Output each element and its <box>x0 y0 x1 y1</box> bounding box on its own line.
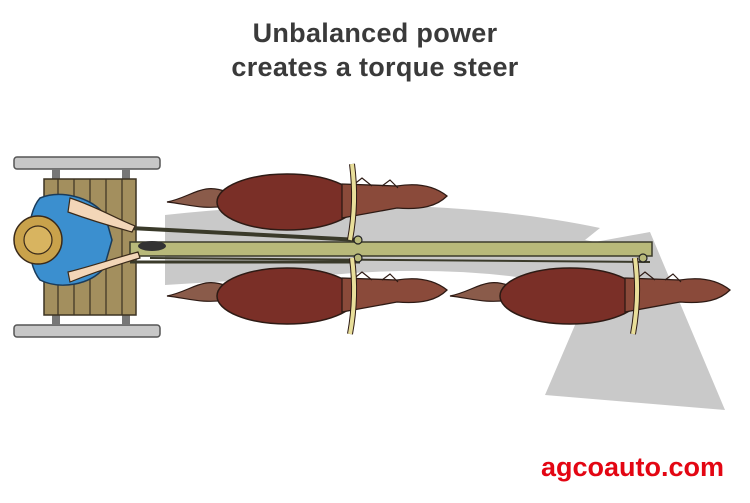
brand-watermark: agcoauto.com <box>540 452 724 482</box>
driver <box>13 193 166 286</box>
title-line-2: creates a torque steer <box>231 52 519 82</box>
title-line-1: Unbalanced power <box>252 18 498 48</box>
harness-poles <box>129 226 653 264</box>
cart-wheels <box>13 156 161 338</box>
